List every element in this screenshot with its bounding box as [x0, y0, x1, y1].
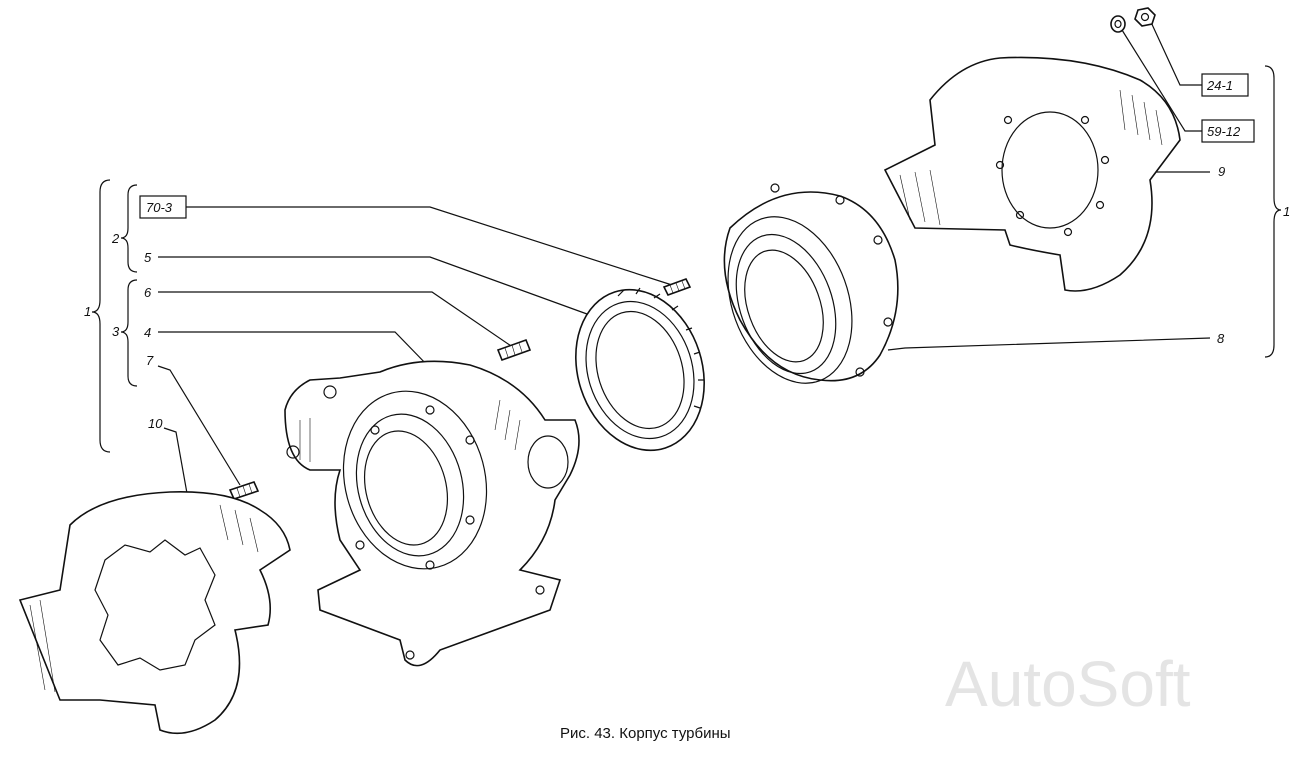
- heat-shield-part-9: [883, 56, 1181, 292]
- bracket-group-1-right: [1264, 65, 1282, 358]
- ref-59-12: 59-12: [1207, 124, 1241, 139]
- bracket-group-2: [120, 184, 138, 273]
- ref-70-3: 70-3: [146, 200, 173, 215]
- label-2: 2: [111, 231, 120, 246]
- callout-24-1: 24-1: [1149, 19, 1249, 97]
- watermark: AutoSoft: [945, 648, 1191, 720]
- label-9: 9: [1218, 164, 1225, 179]
- nut-part: [1134, 7, 1156, 27]
- stud-part-6: [496, 338, 532, 362]
- callout-5: 5: [144, 250, 599, 319]
- label-7: 7: [146, 353, 154, 368]
- callout-7: 7: [146, 353, 241, 486]
- heat-shield-part-10: [18, 491, 291, 735]
- gasket-ring-part: [575, 287, 705, 452]
- nozzle-ring-housing-part: [723, 183, 899, 384]
- callout-8: 8: [887, 331, 1225, 351]
- label-3: 3: [112, 324, 120, 339]
- stud-part-7: [228, 481, 260, 500]
- label-5: 5: [144, 250, 152, 265]
- turbine-housing-part: [284, 360, 580, 667]
- bracket-group-3: [120, 279, 138, 387]
- label-6: 6: [144, 285, 152, 300]
- figure-caption: Рис. 43. Корпус турбины: [560, 725, 731, 742]
- stud-part-70-3: [662, 278, 692, 296]
- bracket-group-1-left: [91, 179, 111, 453]
- label-4: 4: [144, 325, 151, 340]
- callout-59-12: 59-12: [1121, 29, 1255, 143]
- washer-part: [1110, 15, 1126, 33]
- label-1-left: 1: [84, 304, 91, 319]
- label-10: 10: [148, 416, 163, 431]
- label-8: 8: [1217, 331, 1225, 346]
- callout-4: 4: [144, 325, 431, 369]
- ref-24-1: 24-1: [1206, 78, 1233, 93]
- callout-70-3: 70-3: [139, 195, 673, 286]
- callout-10: 10: [148, 416, 191, 511]
- callout-6: 6: [144, 285, 515, 349]
- label-1-right: 1: [1283, 204, 1290, 219]
